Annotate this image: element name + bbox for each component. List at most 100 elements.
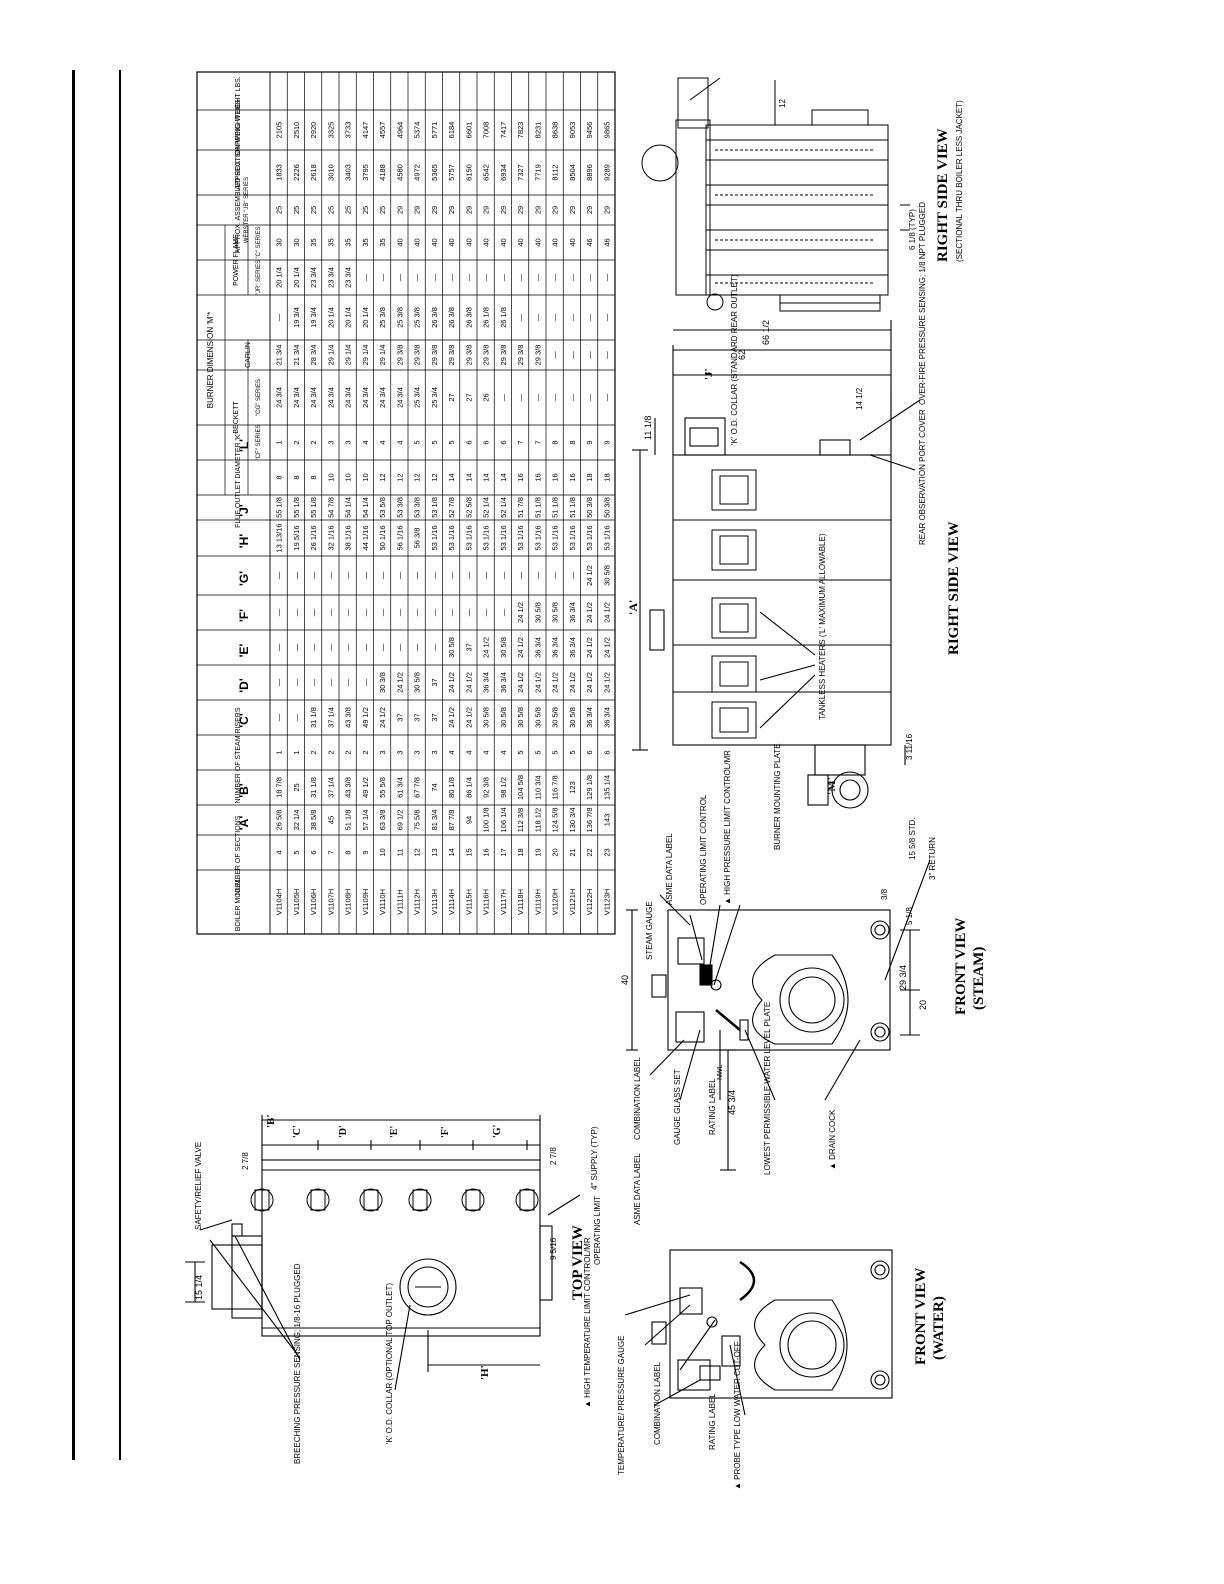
table-cell: 30	[275, 238, 284, 246]
table-cell: 25 3/4	[430, 387, 439, 408]
table-cell: 50 3/8	[602, 497, 611, 518]
table-cell: 52 7/8	[447, 497, 456, 518]
table-cell: —	[516, 313, 525, 321]
table-cell: 30 5/8	[533, 602, 542, 623]
table-cell: 2	[309, 440, 318, 444]
table-cell: 20 1/4	[326, 307, 335, 328]
table-cell: 25	[326, 206, 335, 214]
table-cell: 54 7/8	[326, 497, 335, 518]
table-cell: 29 3/8	[413, 345, 422, 366]
table-cell: 21 3/4	[292, 345, 301, 366]
table-cell: 24 3/4	[344, 387, 353, 408]
table-cell: 18	[516, 848, 525, 856]
dim-40-label: 40	[620, 975, 630, 985]
dim-2a-label: 2 7/8	[241, 1152, 250, 1170]
table-cell: 8	[309, 475, 318, 479]
table-header-shipping_weight: APPROX. SHIPPING WEIGHT LBS.	[235, 76, 242, 190]
right-side-labels: RIGHT SIDE VIEW TANKLESS HEATERS ('L' MA…	[626, 202, 962, 760]
front-water-subtitle: (WATER)	[931, 1296, 947, 1360]
drain-label: ▲ DRAIN COCK	[828, 1109, 837, 1170]
table-cell: —	[499, 273, 508, 281]
table-cell: 75 5/8	[413, 810, 422, 831]
table-cell: 54 1/4	[361, 497, 370, 518]
table-cell: 19	[533, 848, 542, 856]
table-cell: —	[309, 643, 318, 651]
table-cell: 52 5/8	[464, 497, 473, 518]
table-cell: 7008	[482, 122, 491, 139]
table-cell: 21 3/4	[275, 345, 284, 366]
margin-rule-thick	[72, 70, 75, 1460]
section-view-subtitle: (SECTIONAL THRU BOILER LESS JACKET)	[955, 100, 964, 262]
table-cell: 28 3/4	[309, 345, 318, 366]
table-cell: 29	[516, 206, 525, 214]
table-cell: 24 1/2	[585, 637, 594, 658]
table-cell: 37	[430, 713, 439, 721]
table-cell: 4	[395, 440, 404, 444]
table-cell: —	[292, 678, 301, 686]
table-cell: —	[568, 393, 577, 401]
table-cell: 26 3/8	[447, 307, 456, 328]
table-cell: —	[430, 643, 439, 651]
table-cell: —	[533, 273, 542, 281]
table-cell: 8896	[585, 164, 594, 181]
table-cell: 11	[395, 849, 404, 857]
table-cell: 24 1/2	[464, 672, 473, 693]
collar-label: 'K' O.D. COLLAR (OPTIONAL TOP OUTLET)	[385, 1283, 394, 1444]
table-cell: 53 1/8	[430, 497, 439, 518]
table-cell: 29 3/8	[395, 345, 404, 366]
table-cell: 53 1/16	[602, 525, 611, 550]
table-cell: 24 3/4	[275, 387, 284, 408]
table-header-B: 'B'	[237, 783, 251, 798]
table-cell: 3010	[326, 164, 335, 181]
table-cell: 3	[395, 750, 404, 754]
table-cell: 24 1/2	[585, 672, 594, 693]
table-cell: —	[551, 393, 560, 401]
table-cell: 69 1/2	[395, 810, 404, 831]
table-cell: —	[585, 273, 594, 281]
table-header-sections: NUMBER OF SECTIONS	[235, 815, 242, 895]
table-cell: 123	[568, 781, 577, 794]
table-cell: 53 1/16	[430, 525, 439, 550]
table-cell: 3325	[326, 122, 335, 139]
dim-45-label: 45 3/4	[727, 1090, 737, 1115]
table-cell: 30 5/8	[413, 672, 422, 693]
table-cell: 14	[464, 473, 473, 481]
dim-h-label: 'H'	[479, 1365, 491, 1380]
table-cell: 24 1/2	[447, 672, 456, 693]
table-cell: 16	[482, 848, 491, 856]
operating-steam-label: OPERATING LIMIT CONTROL	[699, 794, 708, 905]
table-cell: 24 1/2	[447, 707, 456, 728]
table-cell: 53 1/16	[447, 525, 456, 550]
table-cell: 55 1/8	[309, 497, 318, 518]
table-cell: —	[551, 571, 560, 579]
table-header-D: 'D'	[237, 678, 251, 693]
top-view-labels: TOP VIEW SAFETY/RELIEF VALVE 4" SUPPLY (…	[194, 1115, 599, 1464]
table-cell: 25	[344, 206, 353, 214]
table-cell: 24 1/2	[551, 672, 560, 693]
dim-11-label: 11 1/8	[643, 416, 653, 440]
table-cell: —	[361, 608, 370, 616]
table-cell: 8	[568, 440, 577, 444]
combination-steam-label: COMBINATION LABEL	[633, 1056, 642, 1140]
table-cell: 26 3/8	[464, 307, 473, 328]
table-header-cf: "CF" SERIES	[256, 425, 262, 461]
table-header-E: 'E'	[237, 644, 251, 658]
table-cell: 40	[516, 238, 525, 246]
table-cell: 29 3/8	[516, 345, 525, 366]
table-cell: 40	[568, 238, 577, 246]
table-cell: 45	[326, 816, 335, 824]
table-cell: 12	[413, 473, 422, 481]
over-fire-label: OVER-FIRE PRESSURE SENSING; 1/8 NPT PLUG…	[918, 202, 927, 405]
rear-outlet-label: 'K' O.D. COLLAR (STANDARD REAR OUTLET)	[730, 274, 739, 445]
table-cell: 51 1/8	[533, 497, 542, 518]
table-cell: 12	[413, 848, 422, 856]
table-cell: 40	[464, 238, 473, 246]
table-cell: 25	[378, 206, 387, 214]
table-cell: —	[568, 351, 577, 359]
margin-rule-thin	[119, 70, 121, 1460]
table-cell: 40	[447, 238, 456, 246]
table-cell: 24 1/2	[395, 672, 404, 693]
table-cell: —	[551, 273, 560, 281]
